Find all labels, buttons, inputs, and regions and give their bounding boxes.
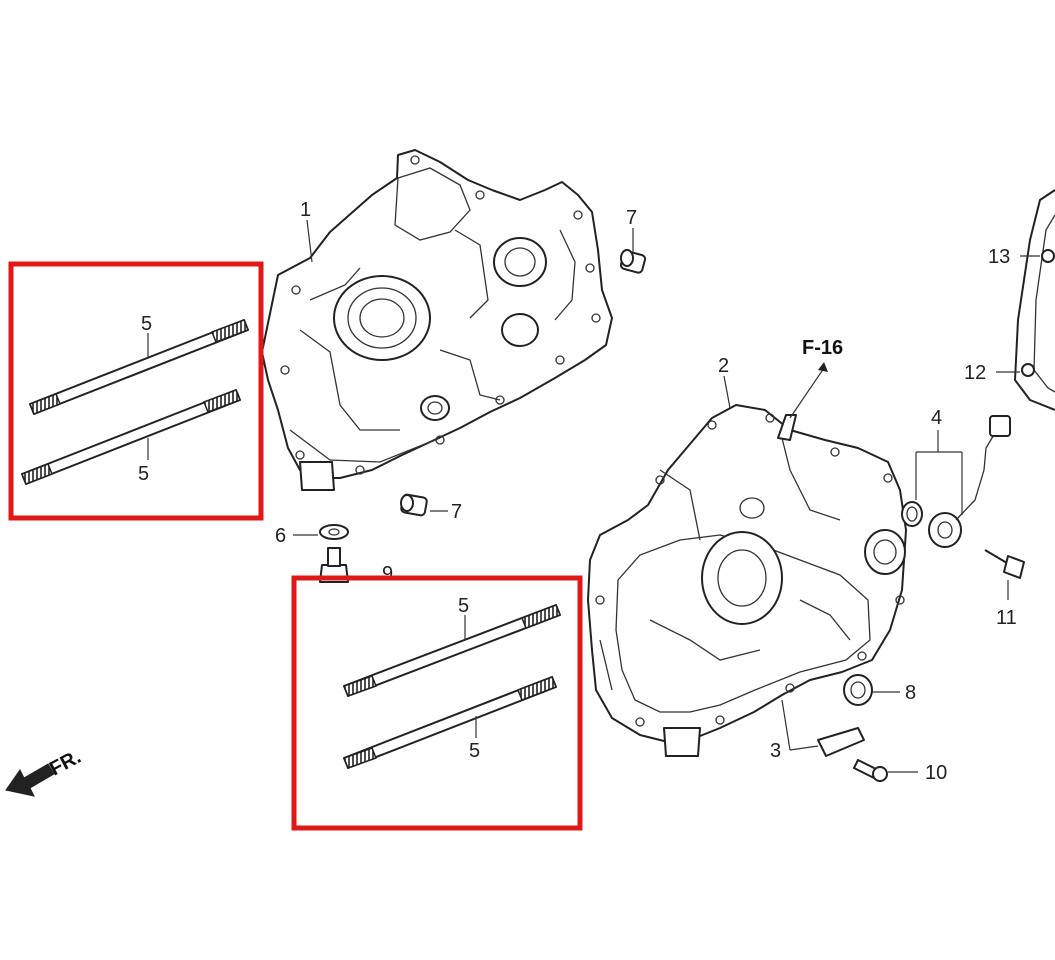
callout-9: 9	[382, 563, 393, 585]
highlight-box-lower-studs	[291, 575, 583, 831]
stud-bolt-upper-left-b	[21, 389, 241, 485]
callout-13: 13	[988, 246, 1010, 268]
highlight-box-upper-studs	[8, 261, 264, 521]
neutral-switch-sensor	[928, 415, 1011, 548]
stud-bolt-lower-b	[343, 676, 557, 769]
stud-bolt-lower-a	[343, 604, 561, 697]
sealing-washer	[319, 524, 349, 540]
callout-3: 3	[770, 740, 781, 762]
callout-7-lower: 7	[451, 501, 462, 523]
dowel-pin-upper	[619, 249, 647, 274]
front-direction-arrow: FR.	[5, 746, 85, 797]
callout-6: 6	[275, 525, 286, 547]
callout-5-upper-a: 5	[141, 313, 152, 335]
bolt-11	[984, 549, 1025, 579]
crankcase-cover-edge	[1014, 189, 1055, 411]
bolt-10	[853, 759, 888, 782]
reference-label: F-16	[802, 337, 843, 359]
right-crankcase-half	[587, 404, 907, 757]
callout-1: 1	[300, 199, 311, 221]
callout-7-upper: 7	[626, 207, 637, 229]
callout-5-upper-b: 5	[138, 463, 149, 485]
leader-lines	[147, 219, 1040, 773]
dowel-pin-lower	[400, 493, 428, 517]
stud-bolt-upper-left-a	[29, 319, 249, 415]
callout-12: 12	[964, 362, 986, 384]
callout-5-lower-b: 5	[469, 740, 480, 762]
callout-2: 2	[718, 355, 729, 377]
callout-4: 4	[931, 407, 942, 429]
callout-5-lower-a: 5	[458, 595, 469, 617]
o-ring	[901, 501, 923, 527]
callout-11: 11	[996, 607, 1017, 629]
callout-8: 8	[905, 682, 916, 704]
setting-plate	[817, 727, 865, 757]
callout-10: 10	[925, 762, 947, 784]
left-crankcase-half	[261, 149, 613, 491]
oil-seal	[843, 674, 873, 706]
